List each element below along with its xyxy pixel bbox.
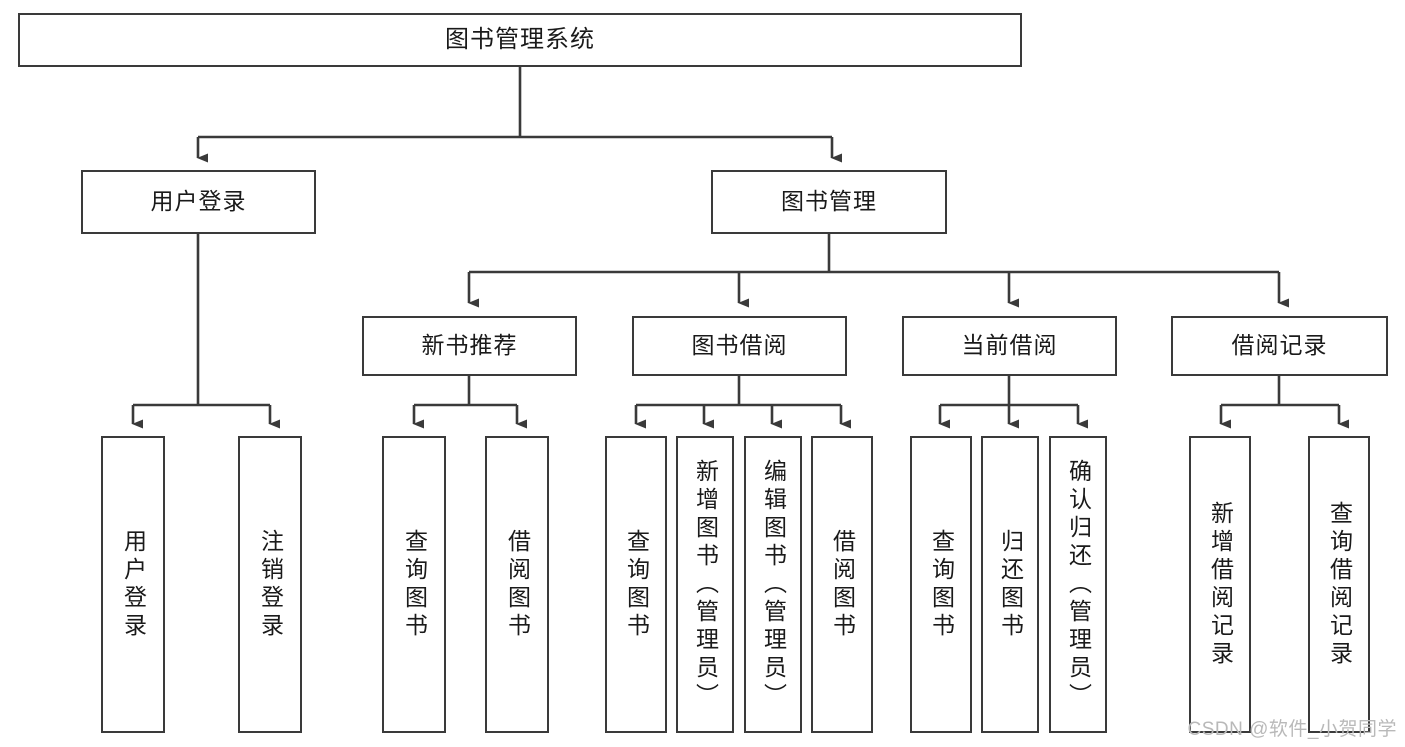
node-label: 查询图书 [401,528,428,641]
node-user-login[interactable]: 用户登录 [81,170,316,234]
node-borrow-record[interactable]: 借阅记录 [1171,316,1388,376]
node-leaf-borrow-book-borrow[interactable]: 借阅图书 [811,436,873,733]
node-book-borrow[interactable]: 图书借阅 [632,316,847,376]
node-root-book-management-system[interactable]: 图书管理系统 [18,13,1022,67]
node-label: 借阅图书 [504,528,531,641]
node-label: 当前借阅 [961,332,1058,359]
node-label: 归还图书 [997,528,1024,641]
node-leaf-query-book-current[interactable]: 查询图书 [910,436,972,733]
node-label: 借阅图书 [829,528,856,641]
node-label: 用户登录 [120,528,147,641]
node-label: 查询图书 [928,528,955,641]
node-leaf-add-book-admin[interactable]: 新增图书（管理员） [676,436,734,733]
node-label: 注销登录 [257,528,284,641]
node-leaf-logout-login[interactable]: 注销登录 [238,436,302,733]
node-label: 新增借阅记录 [1207,500,1234,669]
node-leaf-query-book-borrow[interactable]: 查询图书 [605,436,667,733]
node-new-book-recommend[interactable]: 新书推荐 [362,316,577,376]
node-leaf-return-book[interactable]: 归还图书 [981,436,1039,733]
node-label: 用户登录 [150,188,247,215]
node-leaf-user-login[interactable]: 用户登录 [101,436,165,733]
node-label: 新增图书（管理员） [692,458,719,711]
node-current-borrow[interactable]: 当前借阅 [902,316,1117,376]
node-book-management[interactable]: 图书管理 [711,170,947,234]
node-label: 图书管理 [781,188,877,215]
node-leaf-confirm-return-admin[interactable]: 确认归还（管理员） [1049,436,1107,733]
node-label: 编辑图书（管理员） [760,458,787,711]
node-leaf-borrow-book-recommend[interactable]: 借阅图书 [485,436,549,733]
csdn-watermark: CSDN @软件_小贺同学 [1187,719,1397,740]
node-label: 借阅记录 [1231,332,1328,359]
node-label: 图书借阅 [691,332,788,359]
node-label: 查询图书 [623,528,650,641]
node-leaf-query-book-recommend[interactable]: 查询图书 [382,436,446,733]
node-label: 新书推荐 [421,332,518,359]
node-label: 图书管理系统 [445,25,595,53]
node-label: 确认归还（管理员） [1065,458,1092,711]
node-leaf-edit-book-admin[interactable]: 编辑图书（管理员） [744,436,802,733]
node-label: 查询借阅记录 [1326,500,1353,669]
node-leaf-add-borrow-record[interactable]: 新增借阅记录 [1189,436,1251,733]
node-leaf-query-borrow-record[interactable]: 查询借阅记录 [1308,436,1370,733]
